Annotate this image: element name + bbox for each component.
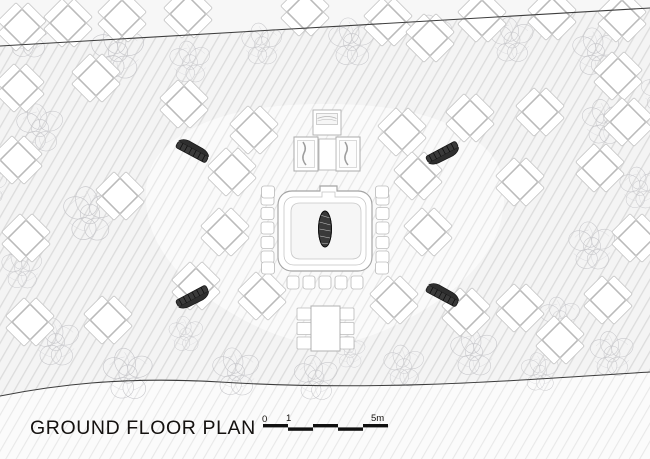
site-boundaries [0,7,650,397]
communal-seat [339,322,355,335]
communal-seat [296,322,312,335]
boundary-south [0,371,650,397]
stool-layer [260,185,390,290]
service-module-center [318,138,337,171]
communal-table-assembly [296,305,355,352]
counter-stool [375,261,389,275]
communal-seat [296,336,312,350]
counter-stool [302,275,316,290]
counter-stool [375,185,389,199]
communal-seat [339,307,355,321]
counter-stool [260,236,275,249]
courtyard-tree [318,210,332,248]
counter-stool [375,207,390,220]
counter-stool [375,236,390,249]
counter-stool [260,221,275,235]
communal-table-top [310,305,341,352]
counter-stool [334,275,348,290]
communal-seat [339,336,355,350]
counter-inner-edge [283,191,367,266]
communal-seat [296,307,312,321]
counter-stool [350,275,364,290]
counter-stool [260,207,275,220]
counter-stool [286,275,300,290]
service-block [293,109,361,172]
counter-stool [261,185,275,199]
counter-stool [375,250,390,264]
scale-bar-graphic [263,424,388,431]
counter-stool [261,261,275,275]
counter-stool [260,250,275,264]
counter-stool [318,275,332,290]
central-counter-assembly [260,185,390,290]
boundary-north [0,7,650,47]
counter-stool [375,221,390,235]
